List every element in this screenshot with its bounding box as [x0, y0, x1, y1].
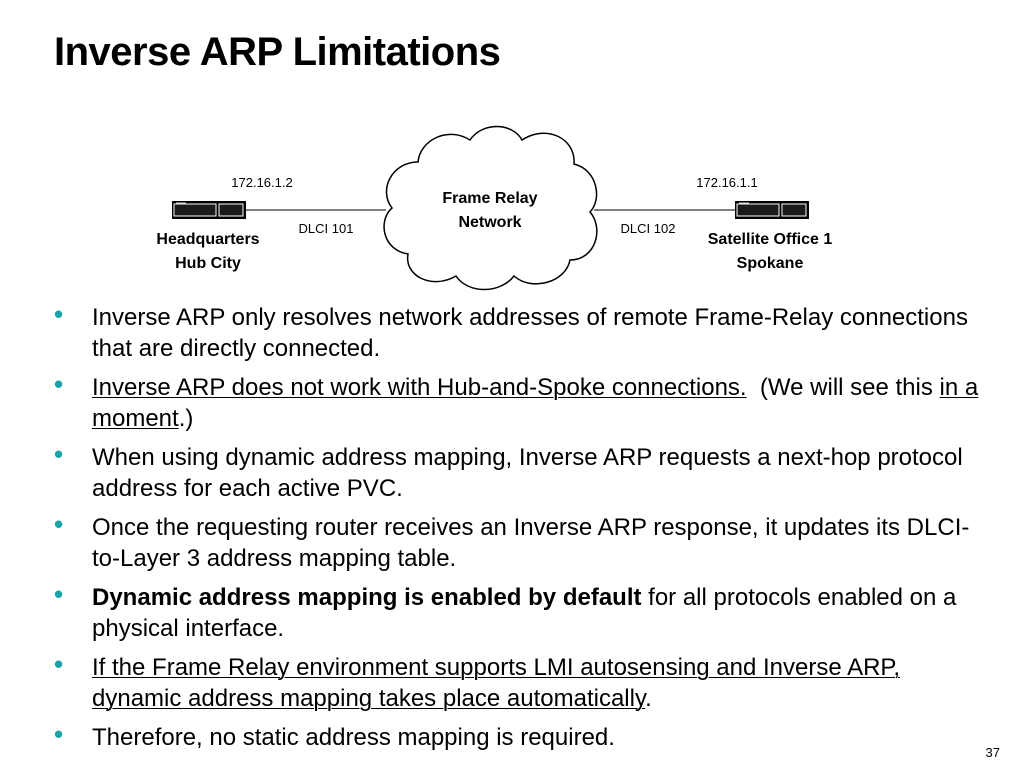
bullet-bold-text: Dynamic address mapping is enabled by de…: [92, 584, 642, 611]
bullet-dot-icon: •: [54, 509, 64, 539]
bullet-text: Once the requesting router receives an I…: [92, 514, 970, 572]
bullet-tail-text: for all protocols enabled on a physical …: [92, 584, 957, 642]
bullet-underlined-text: Inverse ARP does not work with Hub-and-S…: [92, 374, 747, 401]
bullet-text: Therefore, no static address mapping is …: [92, 724, 615, 751]
bullet-underlined-text: If the Frame Relay environment supports …: [92, 654, 900, 712]
bullet-dot-icon: •: [54, 369, 64, 399]
left-router-name-line1: Headquarters: [156, 231, 259, 248]
bullet-text: Inverse ARP only resolves network addres…: [92, 304, 968, 362]
list-item: • Inverse ARP only resolves network addr…: [52, 299, 992, 364]
cloud-label-line1: Frame Relay: [442, 190, 537, 207]
router-icon-right: [735, 201, 809, 219]
right-router-ip: 172.16.1.1: [696, 175, 757, 190]
list-item: • When using dynamic address mapping, In…: [52, 439, 992, 504]
frame-relay-cloud: [383, 125, 598, 291]
frame-relay-diagram: Frame Relay Network 172.16.1.2 DLCI 101 …: [156, 125, 833, 291]
right-router-name-line2: Spokane: [737, 255, 804, 272]
router-icon-left: [172, 201, 246, 219]
left-dlci-label: DLCI 101: [299, 221, 354, 236]
bullet-tail-text: .): [178, 405, 194, 432]
bullet-dot-icon: •: [54, 719, 64, 749]
right-dlci-label: DLCI 102: [621, 221, 676, 236]
left-router-name-line2: Hub City: [175, 255, 241, 272]
bullet-text: (We will see this: [746, 374, 940, 401]
left-router-ip: 172.16.1.2: [231, 175, 292, 190]
bullet-dot-icon: •: [54, 439, 64, 469]
list-item: • Therefore, no static address mapping i…: [52, 719, 992, 753]
list-item: • Once the requesting router receives an…: [52, 509, 992, 574]
bullet-tail-text: .: [645, 685, 652, 712]
page-number: 37: [985, 745, 1000, 760]
list-item: • Dynamic address mapping is enabled by …: [52, 579, 992, 644]
bullet-list: • Inverse ARP only resolves network addr…: [52, 299, 992, 761]
list-item: • If the Frame Relay environment support…: [52, 649, 992, 714]
right-router-name-line1: Satellite Office 1: [708, 231, 833, 248]
bullet-dot-icon: •: [54, 579, 64, 609]
bullet-dot-icon: •: [54, 299, 64, 329]
cloud-label-line2: Network: [458, 214, 521, 231]
in-a-moment-link: in a moment: [92, 374, 979, 432]
list-item: • Inverse ARP does not work with Hub-and…: [52, 369, 992, 434]
bullet-text: When using dynamic address mapping, Inve…: [92, 444, 963, 502]
bullet-dot-icon: •: [54, 649, 64, 679]
slide-title: Inverse ARP Limitations: [54, 30, 501, 74]
